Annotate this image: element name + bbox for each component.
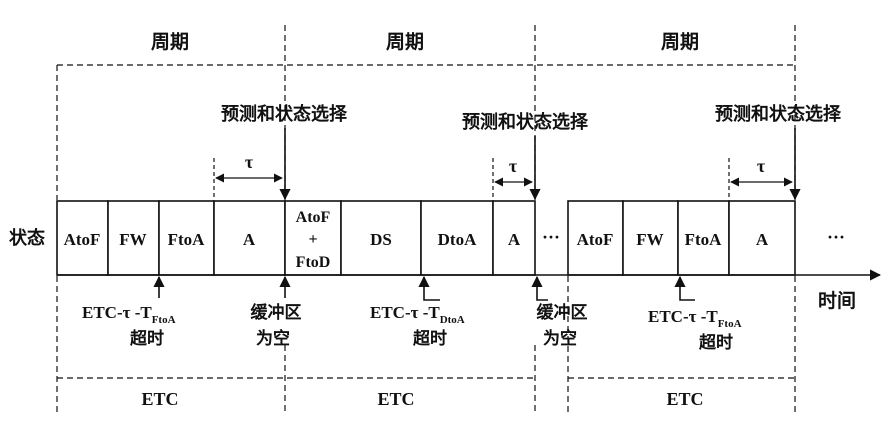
etc-label-1: ETC (141, 389, 178, 409)
timeout-label-2: ETC-τ -TDtoA (370, 303, 465, 326)
state-axis-label: 状态 (9, 227, 45, 248)
period-label-1: 周期 (151, 31, 189, 53)
state-text-atof-2: AtoF (577, 230, 614, 249)
state-text-atof-line1: AtoF (296, 209, 331, 226)
predict-label-1: 预测和状态选择 (221, 103, 348, 124)
ellipsis-1: ··· (542, 227, 560, 247)
timeout-arrow-2 (424, 277, 440, 300)
ellipsis-2: ··· (827, 227, 845, 247)
timeout-label-1: ETC-τ -TFtoA (82, 303, 176, 326)
tau-label-3: τ (757, 156, 766, 176)
etc-label-2: ETC (377, 389, 414, 409)
timeout-caption-2: 超时 (413, 328, 447, 348)
buffer-empty-caption-2: 为空 (543, 328, 577, 348)
state-text-a-1: A (243, 230, 256, 249)
state-text-ftoa-2: FtoA (685, 230, 723, 249)
timeout-caption-3: 超时 (699, 332, 733, 352)
timeout-arrow-3 (680, 277, 695, 300)
buffer-empty-arrow-2 (537, 277, 548, 300)
period-label-3: 周期 (661, 31, 699, 53)
time-axis-label: 时间 (818, 290, 856, 312)
state-text-ds: DS (370, 230, 392, 249)
state-text-plus: + (308, 231, 317, 248)
buffer-empty-label-1: 缓冲区 (251, 302, 302, 322)
tau-label-2: τ (509, 156, 518, 176)
state-text-a-2: A (508, 230, 521, 249)
state-text-a-3: A (756, 230, 769, 249)
etc-label-3: ETC (666, 389, 703, 409)
state-text-ftoa-1: FtoA (168, 230, 206, 249)
state-text-fw-2: FW (636, 230, 663, 249)
state-text-atof-1: AtoF (64, 230, 101, 249)
period-label-2: 周期 (386, 31, 424, 53)
buffer-empty-label-2: 缓冲区 (537, 302, 588, 322)
state-text-dtoa: DtoA (438, 230, 477, 249)
timeout-label-3: ETC-τ -TFtoA (648, 307, 742, 330)
tau-label-1: τ (245, 152, 254, 172)
predict-label-3: 预测和状态选择 (715, 103, 842, 124)
predict-label-2: 预测和状态选择 (462, 111, 589, 132)
state-text-ftod-line3: FtoD (296, 254, 331, 271)
timeout-caption-1: 超时 (130, 328, 164, 348)
state-text-fw-1: FW (119, 230, 146, 249)
